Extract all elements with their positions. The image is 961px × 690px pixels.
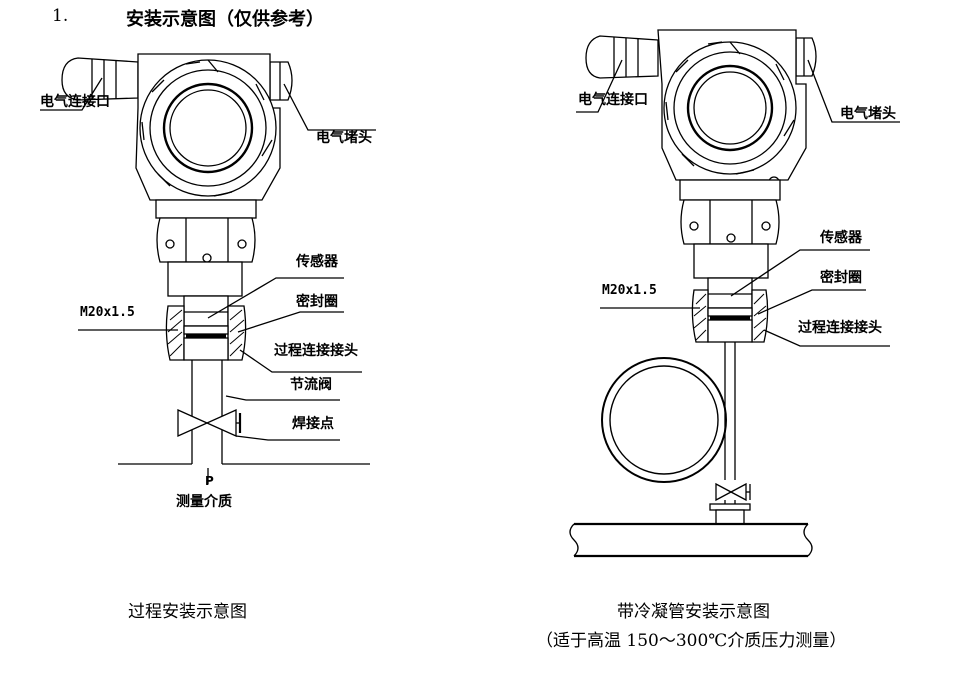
right-label-thread: M20x1.5 xyxy=(602,283,657,298)
left-label-seal-ring: 密封圈 xyxy=(295,293,338,310)
left-label-process-connector: 过程连接接头 xyxy=(274,342,358,359)
left-transmitter-drawing xyxy=(40,53,376,484)
right-label-sensor: 传感器 xyxy=(819,229,863,246)
left-label-medium: 测量介质 xyxy=(176,493,232,510)
right-label-process-connector: 过程连接接头 xyxy=(798,319,882,336)
left-label-thread: M20x1.5 xyxy=(80,305,135,320)
left-label-pressure: P xyxy=(205,474,214,488)
left-caption: 过程安装示意图 xyxy=(128,602,247,622)
left-label-throttle-valve: 节流阀 xyxy=(290,376,332,393)
left-label-sensor: 传感器 xyxy=(295,253,339,270)
right-label-seal-ring: 密封圈 xyxy=(819,269,862,286)
right-caption-note: （适于高温 150～300℃介质压力测量） xyxy=(536,631,847,651)
left-label-electrical-port: 电气连接口 xyxy=(40,93,110,110)
right-label-electrical-plug: 电气堵头 xyxy=(840,105,896,122)
right-caption: 带冷凝管安装示意图 xyxy=(617,602,770,622)
left-label-weld-point: 焊接点 xyxy=(292,415,334,432)
right-transmitter-drawing xyxy=(569,29,900,558)
left-label-electrical-plug: 电气堵头 xyxy=(316,129,372,146)
right-label-electrical-port: 电气连接口 xyxy=(578,91,648,108)
section-title: 安装示意图（仅供参考） xyxy=(126,9,324,30)
section-number: 1. xyxy=(52,6,69,26)
